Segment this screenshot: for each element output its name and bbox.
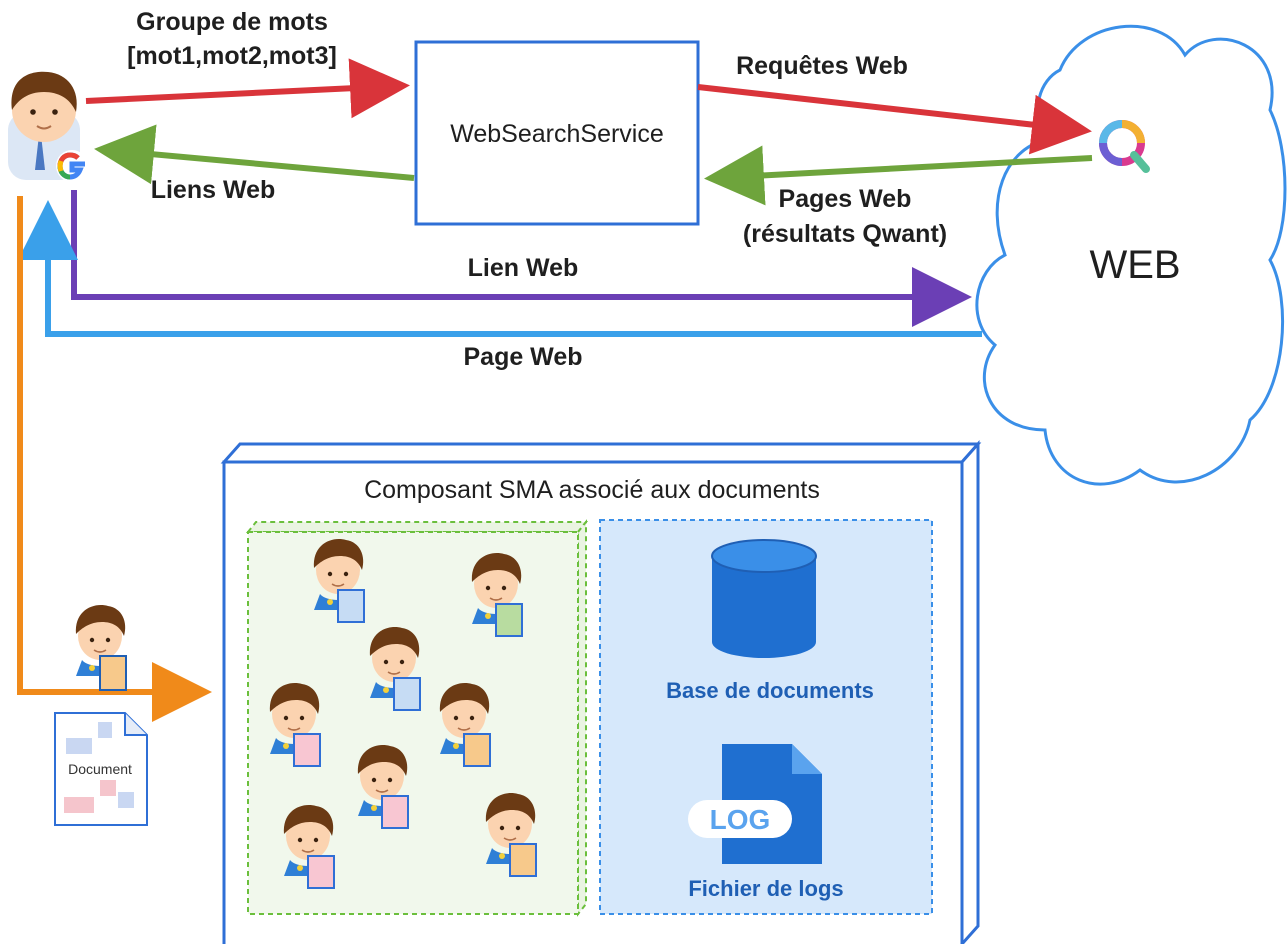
agent-icon <box>439 682 491 767</box>
agent-icon <box>471 552 523 637</box>
log-badge: LOG <box>710 804 771 835</box>
user-icon <box>8 71 80 180</box>
arrow-web-links <box>94 124 415 185</box>
agent-icon <box>485 792 537 877</box>
arrow-web-pages <box>704 145 1093 206</box>
document-label: Document <box>68 761 132 777</box>
label-words-group-2: [mot1,mot2,mot3] <box>127 42 337 70</box>
label-web-pages-2: (résultats Qwant) <box>743 220 947 248</box>
label-web-link: Lien Web <box>468 254 579 282</box>
label-web-pages-1: Pages Web <box>779 185 912 213</box>
arrow-web-requests <box>697 84 1092 155</box>
websearch-service-box <box>414 40 700 226</box>
cloud-label: WEB <box>1089 243 1180 287</box>
agent-icon <box>313 538 365 623</box>
agent-icon <box>369 626 421 711</box>
label-web-page: Page Web <box>463 343 582 371</box>
log-file-icon <box>688 744 822 864</box>
service-name: WebSearchService <box>450 120 664 148</box>
google-icon <box>56 150 88 182</box>
qwant-logo-icon <box>1099 120 1150 173</box>
document-icon <box>54 712 148 826</box>
database-icon <box>711 539 817 658</box>
label-web-requests: Requêtes Web <box>736 52 908 80</box>
agent-icon <box>283 804 335 889</box>
arrow-web-page <box>17 200 982 337</box>
database-label: Base de documents <box>666 678 874 703</box>
component-title: Composant SMA associé aux documents <box>364 476 820 504</box>
agent-icon <box>357 744 409 829</box>
label-web-links: Liens Web <box>151 176 276 204</box>
traveling-agent-icon <box>75 604 127 691</box>
arrow-to-component <box>17 196 212 722</box>
label-words-group-1: Groupe de mots <box>136 8 328 36</box>
agent-icon <box>269 682 321 767</box>
log-file-label: Fichier de logs <box>688 876 843 901</box>
arrow-words-group <box>85 58 410 119</box>
